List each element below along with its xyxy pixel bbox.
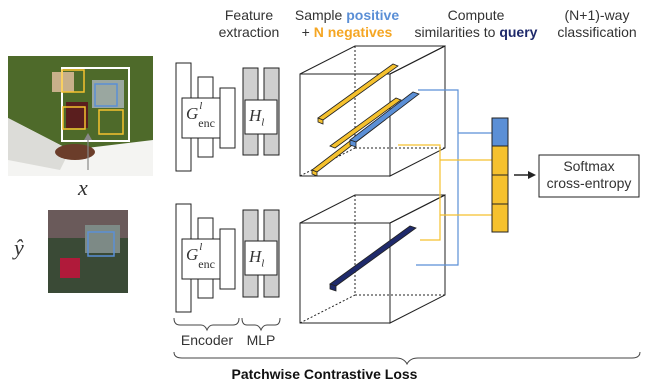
softmax-arrow bbox=[514, 154, 640, 198]
header-sample-text: Sample bbox=[294, 7, 343, 23]
brackets bbox=[173, 317, 641, 366]
query-bar-bottom bbox=[329, 225, 417, 292]
loss-bracket bbox=[173, 351, 641, 366]
feature-volume-top bbox=[299, 45, 446, 177]
softmax-line2: cross-entropy bbox=[546, 175, 632, 191]
header-sample: Sample positive + N negatives bbox=[284, 7, 410, 41]
input-image-x bbox=[8, 56, 153, 176]
header-similarities-text: similarities to bbox=[414, 24, 496, 40]
input-label-x: x bbox=[78, 175, 88, 200]
negative-similarity-cell bbox=[491, 203, 509, 233]
negative-similarity-cell bbox=[491, 145, 509, 176]
softmax-box bbox=[538, 154, 640, 198]
softmax-label: Softmax cross-entropy bbox=[539, 158, 639, 192]
header-query-word: query bbox=[499, 24, 538, 40]
encoder-bottom bbox=[175, 203, 236, 313]
footer-title: Patchwise Contrastive Loss bbox=[231, 366, 418, 382]
negative-similarity-cell bbox=[491, 174, 509, 205]
mlp-symbol-bottom: Hl bbox=[249, 247, 265, 270]
encoder-top bbox=[175, 62, 236, 172]
mlp-symbol-top: Hl bbox=[249, 106, 265, 129]
header-negatives-word: N negatives bbox=[313, 24, 393, 40]
encoder-bracket-label: Encoder bbox=[180, 332, 234, 348]
positive-similarity-cell bbox=[491, 117, 509, 147]
similarity-column bbox=[491, 117, 509, 233]
mlp-bottom bbox=[242, 209, 280, 298]
positive-bar-top bbox=[349, 91, 420, 148]
header-feature-line1: Feature bbox=[224, 7, 274, 23]
mlp-bracket bbox=[241, 317, 281, 332]
mlp-bracket-label: MLP bbox=[246, 332, 276, 348]
header-plus: + bbox=[301, 24, 310, 40]
mlp-top bbox=[242, 67, 280, 156]
header-feature-extraction: Feature extraction bbox=[204, 7, 294, 41]
header-compute: Compute similarities to query bbox=[405, 7, 547, 41]
encoder-bracket bbox=[173, 317, 240, 332]
header-classification: (N+1)-way classification bbox=[547, 7, 647, 41]
header-classify-line2: classification bbox=[557, 24, 637, 40]
output-image-y bbox=[48, 210, 128, 293]
header-classify-line1: (N+1)-way bbox=[564, 7, 630, 23]
header-positive-word: positive bbox=[346, 7, 400, 23]
query-patch-box bbox=[61, 67, 130, 142]
header-feature-line2: extraction bbox=[218, 24, 280, 40]
connector-lines bbox=[398, 89, 492, 266]
output-label-y: ŷ bbox=[14, 235, 24, 260]
header-compute-line1: Compute bbox=[447, 7, 505, 23]
softmax-line1: Softmax bbox=[563, 158, 615, 174]
